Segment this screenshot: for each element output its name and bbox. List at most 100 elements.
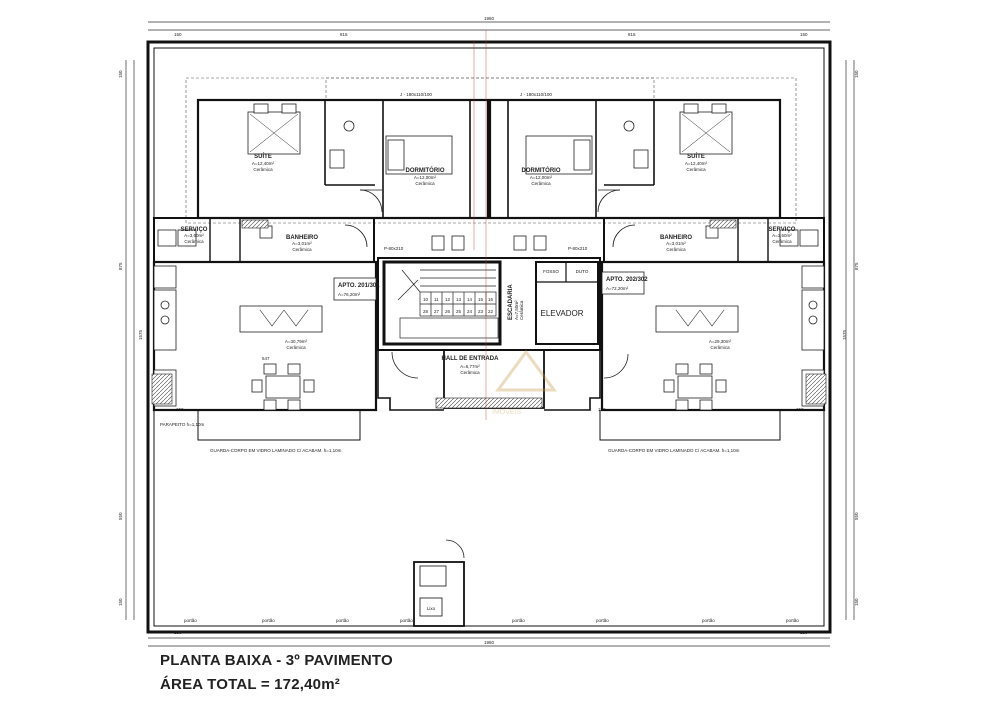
floor-escadaria: Cerâmica xyxy=(519,300,524,320)
gate-label: portão xyxy=(786,618,799,623)
gate-labels: portão portão portão portão portão portã… xyxy=(184,618,799,623)
note-janela-left: J - 180x110/100 xyxy=(400,92,432,97)
floor-dorm-left: Cerâmica xyxy=(415,181,435,186)
dim-right-1: 150 xyxy=(854,70,859,78)
floor-servico-left: Cerâmica xyxy=(184,239,204,244)
dim-left-3: 550 xyxy=(118,512,123,520)
area-living-left: A=30,79m² xyxy=(285,339,308,344)
note-porta-left: P-80x210 xyxy=(384,246,404,251)
gate-label: portão xyxy=(336,618,349,623)
dim-right-4: 150 xyxy=(854,598,859,606)
gate-label: portão xyxy=(512,618,525,623)
stair-num: 22 xyxy=(488,309,494,314)
area-banheiro-left: A=3,01m² xyxy=(292,241,312,246)
stair-num: 24 xyxy=(467,309,473,314)
furniture-beds xyxy=(247,103,733,175)
label-lixo: Lixo xyxy=(427,606,436,611)
stair-num: 10 xyxy=(423,297,429,302)
area-apto-left: A=76,20m² xyxy=(338,292,361,297)
dim-top-2: 815 xyxy=(340,32,348,37)
site-boundary xyxy=(146,40,832,634)
floor-dorm-right: Cerâmica xyxy=(531,181,551,186)
watermark-text: IMÓVEIS xyxy=(492,407,522,416)
label-suite-left: SUÍTE xyxy=(254,152,272,160)
label-servico-left: SERVIÇO xyxy=(181,227,208,233)
plan-title: PLANTA BAIXA - 3º PAVIMENTO xyxy=(160,652,393,669)
label-banheiro-right: BANHEIRO xyxy=(660,235,692,241)
watermark: IMÓVEIS xyxy=(492,349,557,416)
dim-top-1: 150 xyxy=(174,32,182,37)
axis-lines xyxy=(473,30,487,420)
furniture-dining xyxy=(251,363,727,411)
area-banheiro-right: A=3,01m² xyxy=(666,241,686,246)
label-fosso: FOSSO xyxy=(543,269,559,274)
furniture-sofas xyxy=(239,305,739,333)
apartment-tags: APTO. 201/301 A=76,20m² APTO. 202/302 A=… xyxy=(333,271,648,301)
stair-num: 26 xyxy=(445,309,451,314)
stair-grid xyxy=(397,269,499,339)
note-porta-right: P-80x210 xyxy=(568,246,588,251)
gate-label: portão xyxy=(400,618,413,623)
dim-right-total: 1575 xyxy=(842,329,847,340)
hatch-strips xyxy=(151,219,827,409)
floor-servico-right: Cerâmica xyxy=(772,239,792,244)
stair-num: 27 xyxy=(434,309,440,314)
dim-left-total: 1575 xyxy=(138,329,143,340)
gate-label: portão xyxy=(184,618,197,623)
dim-bottom-2: 150 xyxy=(800,630,808,635)
stair-num: 13 xyxy=(456,297,462,302)
notes: GUARDA-CORPO EM VIDRO LAMINADO C/ ACABAM… xyxy=(160,92,740,453)
area-suite-right: A=12,40m² xyxy=(685,161,708,166)
floor-banheiro-right: Cerâmica xyxy=(666,247,686,252)
label-apto-right: APTO. 202/302 xyxy=(606,277,648,283)
label-banheiro-left: BANHEIRO xyxy=(286,235,318,241)
dim-left-4: 150 xyxy=(118,598,123,606)
area-servico-right: A=3,60m² xyxy=(772,233,792,238)
label-duto: DUTO xyxy=(576,269,589,274)
stair-num: 16 xyxy=(488,297,494,302)
area-suite-left: A=12,40m² xyxy=(252,161,275,166)
door-swings xyxy=(344,189,636,559)
floor-suite-left: Cerâmica xyxy=(253,167,273,172)
gate-label: portão xyxy=(702,618,715,623)
area-servico-left: A=3,60m² xyxy=(184,233,204,238)
area-hall: A=6,77m² xyxy=(460,364,480,369)
escadaria-label: ESCADARIA A=7,50m² Cerâmica xyxy=(508,284,524,320)
label-elevador: ELEVADOR xyxy=(541,309,584,318)
gate-label: portão xyxy=(262,618,275,623)
stair-num: 12 xyxy=(445,297,451,302)
floor-banheiro-left: Cerâmica xyxy=(292,247,312,252)
floor-living-left: Cerâmica xyxy=(286,345,306,350)
floor-suite-right: Cerâmica xyxy=(686,167,706,172)
area-escadaria: A=7,50m² xyxy=(514,300,519,320)
dim-mid-2: 647 xyxy=(262,356,270,361)
label-servico-right: SERVIÇO xyxy=(769,227,796,233)
stair-num: 11 xyxy=(434,297,439,302)
dim-bottom-1: 150 xyxy=(174,630,182,635)
note-parapeito-left: PARAPEITO h=1,10m xyxy=(160,422,204,427)
label-hall: HALL DE ENTRADA xyxy=(442,356,500,362)
label-escadaria: ESCADARIA xyxy=(508,284,514,320)
frame-lines xyxy=(125,21,855,647)
floor-living-right: Cerâmica xyxy=(710,345,730,350)
gate-label: portão xyxy=(596,618,609,623)
dim-top-3: 815 xyxy=(628,32,636,37)
stair-num: 14 xyxy=(467,297,473,302)
projection-lines xyxy=(185,77,797,224)
note-guarda-left: GUARDA-CORPO EM VIDRO LAMINADO C/ ACABAM… xyxy=(210,448,342,453)
stair-num: 28 xyxy=(423,309,429,314)
dim-top-4: 150 xyxy=(800,32,808,37)
dim-bottom-total: 1960 xyxy=(484,640,495,645)
area-dorm-left: A=12,00m² xyxy=(414,175,437,180)
dim-left-1: 150 xyxy=(118,70,123,78)
stair-numbers: 10 11 12 13 14 15 16 28 27 26 25 24 23 2… xyxy=(423,297,494,314)
dim-top-total: 1960 xyxy=(484,16,495,21)
area-living-right: A=29,30m² xyxy=(709,339,732,344)
note-janela-right: J - 180x110/100 xyxy=(520,92,552,97)
furniture-bath xyxy=(157,120,819,251)
dim-right-3: 550 xyxy=(854,512,859,520)
dim-left-2: 875 xyxy=(118,262,123,270)
label-apto-left: APTO. 201/301 xyxy=(338,283,380,289)
label-dorm-left: DORMITÓRIO xyxy=(406,166,445,174)
